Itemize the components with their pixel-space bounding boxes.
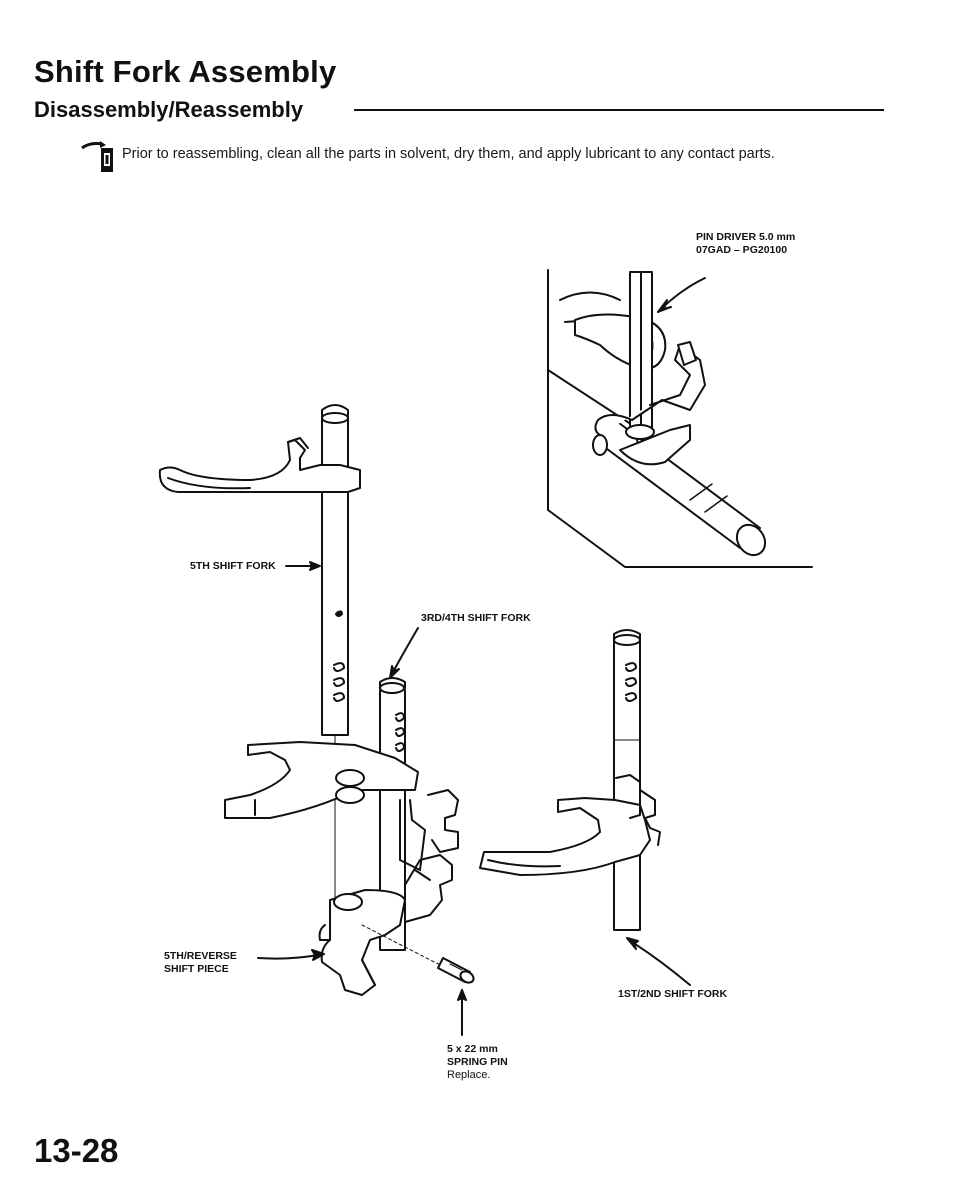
pin-driver-label: PIN DRIVER 5.0 mm 07GAD – PG20100 (696, 231, 795, 257)
spring-pin-instruction: Replace. (447, 1069, 491, 1081)
fifth-shift-fork-label: 5TH SHIFT FORK (190, 560, 276, 572)
shift-piece-label-line1: 5TH/REVERSE (164, 950, 237, 962)
lubrication-note: Prior to reassembling, clean all the par… (122, 146, 775, 162)
page-title: Shift Fork Assembly (34, 54, 337, 89)
third-fourth-shift-fork (224, 741, 459, 871)
first-second-shift-fork (479, 774, 661, 876)
spring-pin-label: 5 x 22 mm SPRING PIN Replace. (447, 1043, 508, 1082)
fifth-shift-fork (158, 437, 361, 493)
spring-pin-size: 5 x 22 mm (447, 1043, 498, 1055)
lubricant-note-icon (81, 141, 113, 172)
spring-pin (361, 924, 475, 1036)
third-fourth-fork-shaft (379, 677, 406, 951)
fifth-reverse-shift-piece-label: 5TH/REVERSE SHIFT PIECE (164, 950, 237, 976)
header-rule (354, 109, 884, 111)
third-fourth-shift-fork-label: 3RD/4TH SHIFT FORK (421, 612, 531, 624)
spring-pin-name: SPRING PIN (447, 1056, 508, 1068)
first-second-shift-fork-label: 1ST/2ND SHIFT FORK (618, 988, 728, 1000)
page-number: 13-28 (34, 1132, 119, 1169)
shift-piece-label-line2: SHIFT PIECE (164, 963, 229, 975)
pin-driver-part-number: 07GAD – PG20100 (696, 244, 788, 256)
section-subtitle: Disassembly/Reassembly (34, 97, 304, 122)
fifth-reverse-shift-piece (318, 854, 453, 996)
pin-driver-size: PIN DRIVER 5.0 mm (696, 231, 796, 243)
pin-driver-inset (547, 269, 813, 568)
